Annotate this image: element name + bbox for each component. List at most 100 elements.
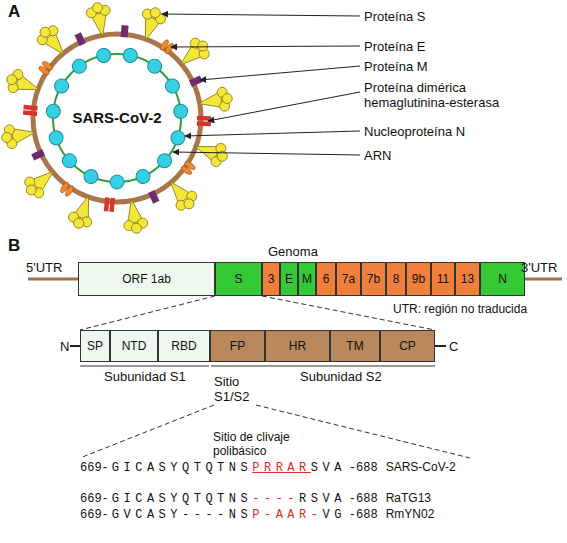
box-label: RBD xyxy=(171,339,196,353)
m-protein xyxy=(148,190,159,204)
sequence-segment: VG xyxy=(322,508,345,523)
spike-protein xyxy=(33,21,73,62)
subunit-bracket xyxy=(80,366,209,367)
callout-label: Nucleoproteína N xyxy=(364,124,465,139)
gene-box: 13 xyxy=(455,262,480,296)
callout-label: Proteína E xyxy=(364,39,425,54)
box-label: 7b xyxy=(367,272,380,286)
nucleoprotein xyxy=(145,56,165,76)
sequence-segment: RSVA xyxy=(299,492,346,507)
spike-protein xyxy=(85,1,115,39)
box-label: 7a xyxy=(342,272,355,286)
strain-name: RaTG13 xyxy=(386,491,431,505)
box-label: 9b xyxy=(412,272,425,286)
strain-name: SARS-CoV-2 xyxy=(386,460,456,474)
gene-box: 6 xyxy=(316,262,336,296)
box-label: HR xyxy=(289,339,306,353)
position-number: 669- xyxy=(80,461,109,476)
box-label: CP xyxy=(399,339,416,353)
site-label: Sitio S1/S2 xyxy=(214,374,259,404)
box-label: SARS-CoV-2 xyxy=(72,111,161,125)
leader-line xyxy=(173,152,360,155)
nucleoprotein xyxy=(47,129,65,147)
gene-box: 11 xyxy=(431,262,455,296)
spikes xyxy=(0,1,234,236)
nucleoprotein xyxy=(155,151,175,171)
gene-box: 7a xyxy=(336,262,361,296)
gene-box: ORF 1ab xyxy=(78,262,215,296)
position-number: -688 xyxy=(349,492,378,507)
spike-protein xyxy=(0,121,37,151)
site-label: Sitio de clivaje polibásico xyxy=(213,430,313,458)
nucleoprotein xyxy=(173,104,188,119)
panel-letter: A xyxy=(8,2,20,21)
utr-label: 3'UTR xyxy=(521,260,557,275)
cleavage-motif: PRRAR xyxy=(252,461,311,476)
utr-line xyxy=(28,278,78,281)
box-label: FP xyxy=(230,339,245,353)
box-label: 3 xyxy=(268,272,275,286)
gene-box: N xyxy=(480,262,525,296)
box-label: 8 xyxy=(393,272,400,286)
box-label: NTD xyxy=(122,339,147,353)
nucleoprotein xyxy=(110,175,124,189)
position-number: 669- xyxy=(80,492,109,507)
cleavage-motif: P-AAR- xyxy=(252,508,322,523)
sequence-segment: GVCASY----NS xyxy=(112,508,252,523)
panel-letter: B xyxy=(8,236,20,255)
terminus-stub xyxy=(435,345,446,347)
cleavage-motif: ---- xyxy=(252,492,299,507)
membrane-proteins xyxy=(23,25,211,212)
e-protein xyxy=(159,39,175,55)
he-protein xyxy=(197,116,211,126)
callout-label: ARN xyxy=(364,148,391,163)
box-label: TM xyxy=(346,339,363,353)
domain-box: CP xyxy=(380,330,435,362)
nucleoprotein xyxy=(52,76,71,95)
gene-box: 9b xyxy=(406,262,431,296)
terminus-label: C xyxy=(449,339,458,354)
gene-box: 3 xyxy=(262,262,280,296)
nucleoprotein xyxy=(82,167,100,185)
utr-line xyxy=(525,278,562,281)
position-number: -688 xyxy=(349,508,378,523)
nucleoprotein xyxy=(169,129,187,147)
box-label: N xyxy=(498,272,507,286)
subunit-label: Subunidad S1 xyxy=(104,369,186,384)
nucleoprotein xyxy=(122,47,139,64)
subunit-label: Subunidad S2 xyxy=(300,369,382,384)
spike-protein xyxy=(20,162,61,202)
box-label: E xyxy=(285,272,293,286)
gene-box: 7b xyxy=(361,262,386,296)
spike-protein xyxy=(191,135,231,169)
box-label: ORF 1ab xyxy=(122,272,171,286)
he-protein xyxy=(23,105,38,116)
sequence-segment: GICASYQTQTNS xyxy=(112,492,252,507)
m-protein xyxy=(189,76,203,87)
sequence-segment: GICASYQTQTNS xyxy=(112,461,252,476)
spike-protein xyxy=(134,4,168,44)
terminus-stub xyxy=(70,345,80,347)
domain-box: FP xyxy=(210,330,265,362)
sequence-row: 669-GVCASY----NSP-AAR-VG-688RmYN02 xyxy=(80,507,434,523)
leader-line xyxy=(185,131,360,136)
spike-protein xyxy=(173,34,214,74)
nucleoprotein xyxy=(163,76,182,95)
box-label: 13 xyxy=(461,272,474,286)
nucleoprotein xyxy=(46,104,61,119)
box-label: SP xyxy=(87,339,103,353)
nucleoprotein xyxy=(70,56,90,76)
nucleoprotein xyxy=(95,47,112,64)
zoom-line xyxy=(80,405,214,458)
position-number: 669- xyxy=(80,508,109,523)
callout-leaders xyxy=(162,14,360,155)
position-number: -688 xyxy=(349,461,378,476)
spike-protein xyxy=(66,192,100,232)
box-label: 11 xyxy=(437,272,449,286)
he-protein xyxy=(104,197,115,212)
terminus-label: N xyxy=(60,339,69,354)
leader-line xyxy=(171,46,360,47)
e-protein xyxy=(180,160,196,176)
domain-box: TM xyxy=(330,330,380,362)
